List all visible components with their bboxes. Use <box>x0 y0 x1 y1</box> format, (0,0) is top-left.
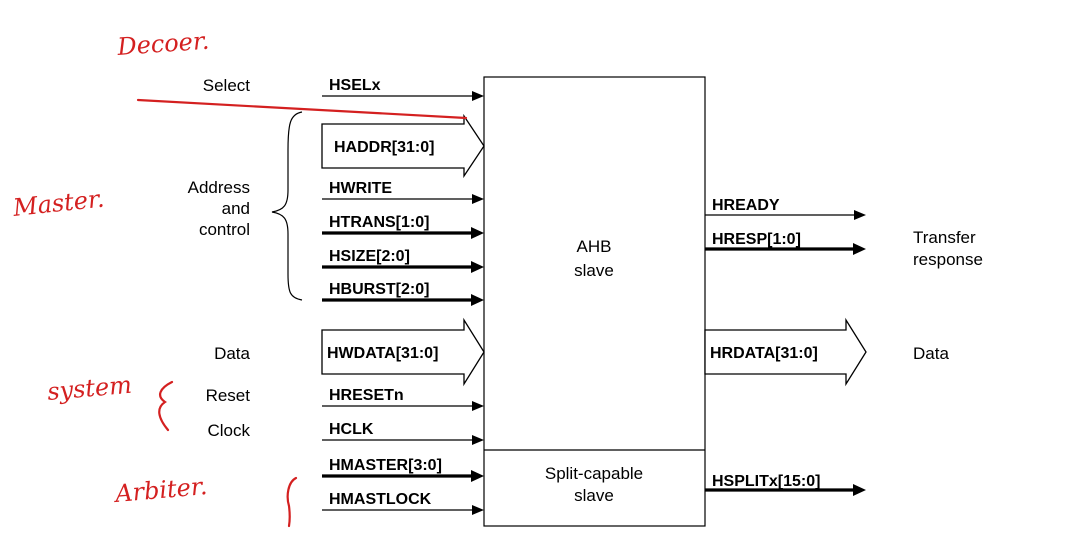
ahb-slave-block <box>483 76 706 527</box>
hmastlock-arrowhead <box>472 505 484 515</box>
signal-hmaster: HMASTER[3:0] <box>329 457 442 474</box>
group-label-data-in: Data <box>214 344 250 363</box>
signal-haddr: HADDR[31:0] <box>334 139 434 156</box>
annotation-decoder-underline <box>136 98 468 120</box>
group-label-and: and <box>222 199 250 218</box>
hsplitx-arrowhead <box>853 484 866 496</box>
address-control-brace <box>271 111 303 301</box>
group-label-address: Address <box>188 178 250 197</box>
hresp-arrowhead <box>853 243 866 255</box>
group-label-clock: Clock <box>207 421 250 440</box>
signal-hresetn: HRESETn <box>329 387 404 404</box>
block-label-ahb: AHB <box>577 237 612 256</box>
group-label-reset: Reset <box>206 386 251 405</box>
hclk-arrowhead <box>472 435 484 445</box>
group-label-select: Select <box>203 76 251 95</box>
signal-hready: HREADY <box>712 197 780 214</box>
hrdata-bus-arrow <box>704 317 867 387</box>
annotation-system-brace <box>158 380 174 432</box>
signal-htrans: HTRANS[1:0] <box>329 214 429 231</box>
signal-hselx: HSELx <box>329 77 381 94</box>
block-label-split-slave: slave <box>574 486 614 505</box>
hmaster-arrowhead <box>471 470 484 482</box>
hready-arrowhead <box>854 210 866 220</box>
annotation-decoder: Decoer. <box>115 27 210 61</box>
block-label-split-capable: Split-capable <box>545 464 643 483</box>
signal-hclk: HCLK <box>329 421 374 438</box>
hresetn-arrowhead <box>472 401 484 411</box>
signal-hrdata: HRDATA[31:0] <box>710 345 818 362</box>
haddr-bus-arrow <box>321 113 485 179</box>
group-label-data-out: Data <box>913 344 949 363</box>
htrans-arrowhead <box>471 227 484 239</box>
hburst-arrowhead <box>471 294 484 306</box>
annotation-arbiter-mark <box>286 476 298 528</box>
hwdata-bus-arrow <box>321 317 485 387</box>
signal-hsize: HSIZE[2:0] <box>329 248 410 265</box>
hselx-arrowhead <box>472 91 484 101</box>
signal-hwrite: HWRITE <box>329 180 392 197</box>
signal-hburst: HBURST[2:0] <box>329 281 429 298</box>
hwrite-arrowhead <box>472 194 484 204</box>
group-label-control: control <box>199 220 250 239</box>
signal-hmastlock: HMASTLOCK <box>329 491 432 508</box>
hsize-arrowhead <box>471 261 484 273</box>
group-label-transfer: Transfer <box>913 228 976 247</box>
signal-hwdata: HWDATA[31:0] <box>327 345 438 362</box>
group-label-response: response <box>913 250 983 269</box>
signal-hsplitx: HSPLITx[15:0] <box>712 473 820 490</box>
signal-hresp: HRESP[1:0] <box>712 231 801 248</box>
block-label-slave: slave <box>574 261 614 280</box>
